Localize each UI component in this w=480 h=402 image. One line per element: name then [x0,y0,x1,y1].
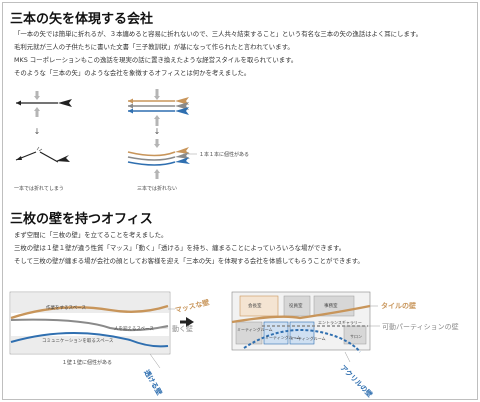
caption-three-arrows: 三本では折れない [137,186,178,192]
room-executive: 役員室 [289,304,303,309]
room-meeting-2: ミーティングルーム [265,335,301,340]
svg-text:↓: ↓ [34,127,41,136]
section2-title: 三枚の壁を持つオフィス [10,212,153,227]
section1-paragraph-2: 毛利元就が三人の子供たちに書いた文書「三子教訓状」が基になって作られたと言われて… [14,43,294,51]
svg-text:↓: ↓ [154,127,161,136]
room-meeting-1: ミーティングルーム [237,327,273,332]
room-entrance-gallery: エントランスギャラリー [318,320,362,325]
section1-title: 三本の矢を体現する会社 [10,12,154,27]
broken-arrow [15,146,70,163]
section1-paragraph-4: そのような「三本の矢」のような会社を象徴するオフィスとは何かを考えました。 [14,69,251,77]
caption-one-arrow: 一本では折れてしまう [14,186,64,192]
section1-paragraph-3: MKS コーポレーションもこの逸話を現実の話に置き換えたような経営スタイルを取ら… [14,56,298,64]
section1-paragraph-1: 「一本の矢では簡単に折れるが、３本纏めると容易に折れないので、三人共々結束するこ… [14,30,422,38]
room-chairman: 会長室 [248,304,262,309]
three-arrows-bent [127,139,190,179]
caption-individuality: １本１本に個性がある [199,152,250,158]
communication-space-label: コミュニケーションを取るスペース [42,339,114,344]
section2-paragraph-2: 三枚の壁は１壁１壁が違う性質「マッス」「動く」「透ける」を持ち、纏まることによっ… [14,244,346,252]
section2-paragraph-3: そして三枚の壁が纏まる場が会社の顔としてお客様を迎え「三本の矢」を体現する会社を… [14,257,364,265]
movable-partition-label: 可動パーティションの壁 [382,323,459,331]
single-arrow-pressed [16,91,72,117]
moving-wall-label: 動く壁 [172,325,193,333]
welcome-space-label: 人を迎えるスペース [114,327,154,332]
room-salon: サロン [350,334,362,339]
tile-wall-label: タイルの壁 [381,302,416,310]
section2-paragraph-1: まず空間に「三枚の壁」を立てることを考えました。 [14,231,168,239]
three-arrows-pressed [128,89,189,126]
individual-walls-caption: １壁１壁に個性がある [62,360,113,366]
room-meeting-3: ミーティングルーム [290,336,326,341]
work-space-label: 作業をするスペース [46,306,86,311]
room-office: 事務室 [324,304,338,309]
